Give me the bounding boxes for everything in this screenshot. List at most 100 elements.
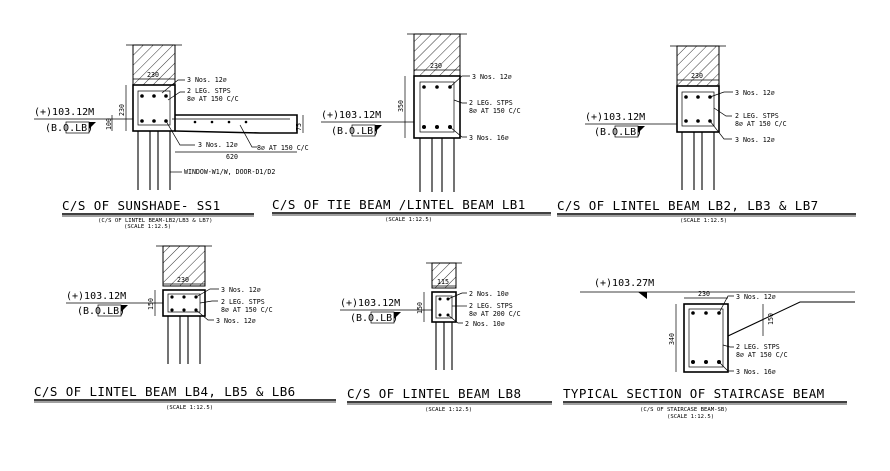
ss1-label-stirrups: 2 LEG. STPS <box>187 87 231 95</box>
lb8-beam <box>431 291 457 323</box>
ss1-bar <box>210 120 214 124</box>
lb4-label-stirrups: 2 LEG. STPS <box>221 298 265 306</box>
lb4-level-marker <box>121 305 128 312</box>
sb-leader <box>718 361 734 372</box>
ss1-dim-depth: 230 <box>118 104 126 116</box>
lb1-dim-depth: 350 <box>397 100 405 112</box>
lb2-title: C/S OF LINTEL BEAM LB2, LB3 & LB7 <box>557 198 819 213</box>
lb2-stirrup <box>681 91 715 127</box>
sb-dim-depth: 340 <box>668 333 676 345</box>
lb8-title: C/S OF LINTEL BEAM LB8 <box>347 386 521 401</box>
lb2-level-marker <box>638 126 645 133</box>
lb2-label-stirrups: 2 LEG. STPS <box>735 112 779 120</box>
lb1-label-top-bars: 3 Nos. 12∅ <box>472 73 512 81</box>
ss1-subtitle: (C/S OF LINTEL BEAM-LB2/LB3 & LB7) <box>98 218 213 224</box>
lb1-brick-wall <box>413 33 461 77</box>
lb2-leader <box>709 120 732 140</box>
lb8-level: (+)103.12M <box>340 298 400 309</box>
sb-dim-slab: 150 <box>767 313 775 325</box>
lb1-title: C/S OF TIE BEAM /LINTEL BEAM LB1 <box>272 197 526 212</box>
lb1-level: (+)103.12M <box>321 110 381 121</box>
lb2-label-top-bars: 3 Nos. 12∅ <box>735 89 775 97</box>
ss1-bar <box>140 94 144 98</box>
lb4-label-top-bars: 3 Nos. 12∅ <box>221 286 261 294</box>
lb1-leader <box>453 99 467 104</box>
lb4-bar <box>182 295 186 299</box>
sb-waist-slab <box>727 301 855 337</box>
lb4-scale: (SCALE 1:12.5) <box>166 405 213 411</box>
sb-scale: (SCALE 1:12.5) <box>667 414 714 420</box>
lb1-label-stirrup-spacing: 8∅ AT 150 C/C <box>469 107 521 115</box>
lb1-label-bottom-bars: 3 Nos. 16∅ <box>469 134 509 142</box>
lb1-leader <box>449 75 470 88</box>
ss1-leader <box>239 124 257 148</box>
ss1-label-sunshade-bars: 8∅ AT 150 C/C <box>257 144 309 152</box>
lb2-label-stirrup-spacing: 8∅ AT 150 C/C <box>735 120 787 128</box>
section-lb2: 230 (+)103.12M (B.O.LB) 3 Nos. 12∅ 2 LEG… <box>557 45 856 224</box>
lb2-bar <box>696 119 700 123</box>
lb1-beam <box>413 75 461 139</box>
lb4-bar <box>182 308 186 312</box>
lb8-leader <box>447 292 467 300</box>
lb2-scale: (SCALE 1:12.5) <box>680 218 727 224</box>
sb-title: TYPICAL SECTION OF STAIRCASE BEAM <box>563 386 825 401</box>
ss1-level-marker <box>89 122 96 129</box>
lb1-level-tag: (B.O.LB) <box>331 126 379 137</box>
lb1-bar <box>435 85 439 89</box>
lb8-label-stirrup-spacing: 8∅ AT 200 C/C <box>469 310 521 318</box>
lb2-level: (+)103.12M <box>585 112 645 123</box>
lb1-label-stirrups: 2 LEG. STPS <box>469 99 513 107</box>
ss1-brick-wall <box>132 44 176 86</box>
lb1-bar <box>422 85 426 89</box>
ss1-level: (+)103.12M <box>34 107 94 118</box>
sb-label-bottom-bars: 3 Nos. 16∅ <box>736 368 776 376</box>
sb-bar <box>704 360 708 364</box>
lb1-dim-width: 230 <box>430 62 442 70</box>
ss1-label-bottom-bars: 3 Nos. 12∅ <box>198 141 238 149</box>
sb-label-stirrup-spacing: 8∅ AT 150 C/C <box>736 351 788 359</box>
lb2-dim-width: 230 <box>691 72 703 80</box>
lb1-bar <box>422 125 426 129</box>
sb-stirrup <box>688 308 724 368</box>
ss1-title: C/S OF SUNSHADE- SS1 <box>62 198 221 213</box>
lb4-leader <box>195 309 214 321</box>
lb4-level-tag: (B.O.LB) <box>77 306 125 317</box>
lb4-level: (+)103.12M <box>66 291 126 302</box>
lb8-dim-depth: 150 <box>416 302 424 314</box>
sb-bar <box>691 360 695 364</box>
sb-label-top-bars: 3 Nos. 12∅ <box>736 293 776 301</box>
lb8-label-bottom-bars: 2 Nos. 10∅ <box>465 320 505 328</box>
lb8-level-tag: (B.O.LB) <box>350 313 398 324</box>
lb8-label-stirrups: 2 LEG. STPS <box>469 302 513 310</box>
lb2-label-bottom-bars: 3 Nos. 12∅ <box>735 136 775 144</box>
lb4-brick-wall <box>162 245 206 287</box>
sb-label-stirrups: 2 LEG. STPS <box>736 343 780 351</box>
lb8-dim-width: 115 <box>437 278 449 286</box>
lb2-bar <box>696 95 700 99</box>
ss1-label-top-bars: 3 Nos. 12∅ <box>187 76 227 84</box>
section-ss1: 230 230 100 620 75 (+)103.12M (B.O.LB) 3… <box>34 44 309 230</box>
section-lb4: 230 150 (+)103.12M (B.O.LB) 3 Nos. 12∅ 2… <box>34 245 336 411</box>
sb-beam <box>683 303 729 373</box>
lb2-leader <box>713 107 732 117</box>
lb8-leader <box>447 314 463 324</box>
ss1-label-stirrup-spacing: 8∅ AT 150 C/C <box>187 95 239 103</box>
ss1-bar <box>244 120 248 124</box>
section-lb8: 115 150 (+)103.12M (B.O.LB) 2 Nos. 10∅ 2… <box>340 262 552 413</box>
ss1-dim-edge: 75 <box>295 123 303 131</box>
sb-bar <box>704 311 708 315</box>
lb2-bar <box>684 119 688 123</box>
sb-leader <box>722 344 734 348</box>
ss1-bar <box>164 94 168 98</box>
lb4-label-stirrup-spacing: 8∅ AT 150 C/C <box>221 306 273 314</box>
ss1-scale: (SCALE 1:12.5) <box>124 224 171 230</box>
lb4-dim-width: 230 <box>177 276 189 284</box>
lb8-bar <box>438 297 442 301</box>
ss1-beam <box>132 84 176 132</box>
ss1-sunshade-slab <box>174 114 298 134</box>
ss1-dim-projection: 620 <box>226 153 238 161</box>
lb8-stirrup <box>435 295 453 319</box>
ss1-leader <box>161 79 185 94</box>
ss1-bar <box>140 119 144 123</box>
